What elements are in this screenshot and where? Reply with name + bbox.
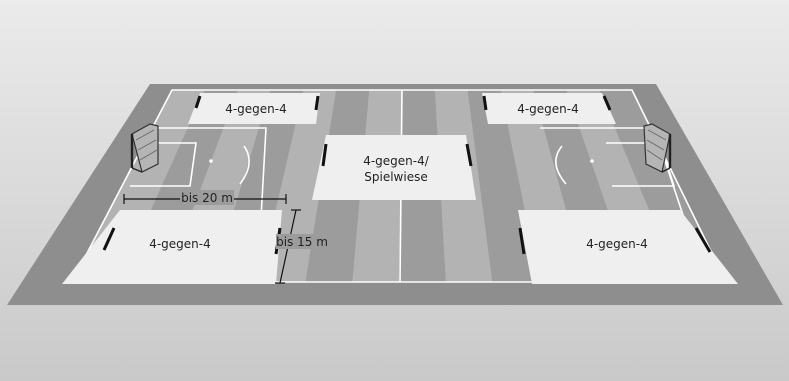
right-goal-area xyxy=(606,142,676,187)
zone-bottom-left: 4-gegen-4 xyxy=(62,210,282,284)
right-penalty-arc xyxy=(555,145,567,185)
width-dimension-label: bis 20 m xyxy=(181,191,233,205)
left-penalty-spot xyxy=(209,159,213,163)
zone-bottom-left-label: 4-gegen-4 xyxy=(149,237,211,251)
zone-top-right: 4-gegen-4 xyxy=(482,93,616,124)
zone-bottom-right: 4-gegen-4 xyxy=(518,210,738,284)
zone-center-label-line1: 4-gegen-4/ xyxy=(363,154,430,168)
zone-bottom-right-label: 4-gegen-4 xyxy=(586,237,648,251)
height-dimension-label: bis 15 m xyxy=(276,235,328,249)
height-dimension-label-bg xyxy=(276,234,328,249)
right-penalty-spot xyxy=(590,159,594,163)
left-goal-icon xyxy=(130,123,159,173)
zone-top-right-label: 4-gegen-4 xyxy=(517,102,579,116)
zone-center-label-line2: Spielwiese xyxy=(364,170,427,184)
zone-top-left: 4-gegen-4 xyxy=(188,93,320,124)
right-goal-icon xyxy=(643,123,672,173)
zone-center: 4-gegen-4/ Spielwiese xyxy=(312,135,476,200)
width-dimension-label-bg xyxy=(180,190,234,205)
zone-top-left-label: 4-gegen-4 xyxy=(225,102,287,116)
left-penalty-arc xyxy=(239,145,250,185)
left-goal-area xyxy=(130,142,197,187)
